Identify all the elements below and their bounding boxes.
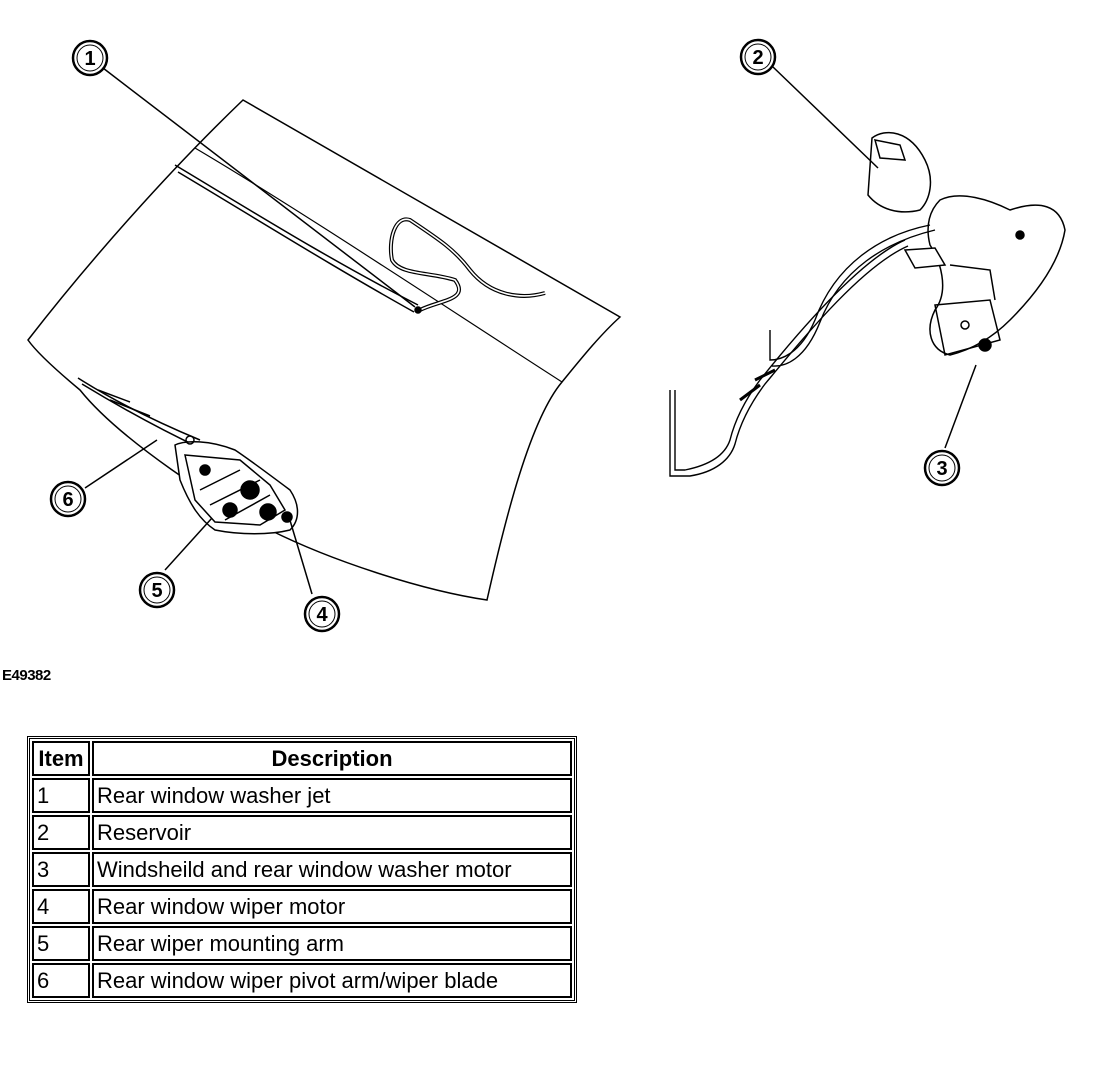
row-description: Reservoir — [92, 815, 572, 850]
svg-text:3: 3 — [936, 458, 947, 480]
callout-3: 3 — [923, 449, 961, 487]
callout-5: 5 — [138, 571, 176, 609]
legend-table: Item Description 1 Rear window washer je… — [27, 736, 577, 1003]
row-description: Rear window wiper pivot arm/wiper blade — [92, 963, 572, 998]
table-row: 1 Rear window washer jet — [32, 778, 572, 813]
reservoir-assembly — [867, 131, 1066, 356]
reservoir-hose — [669, 224, 936, 477]
table-row: 3 Windsheild and rear window washer moto… — [32, 852, 572, 887]
rear-window-glass — [27, 99, 622, 601]
washer-jet — [174, 164, 422, 314]
row-description: Rear window wiper motor — [92, 889, 572, 924]
svg-text:4: 4 — [316, 604, 328, 626]
row-item: 6 — [32, 963, 90, 998]
table-row: 2 Reservoir — [32, 815, 572, 850]
row-description: Rear window washer jet — [92, 778, 572, 813]
table-header-row: Item Description — [32, 741, 572, 776]
svg-text:5: 5 — [151, 580, 162, 602]
component-diagram: 1 2 3 4 5 6 — [27, 38, 1066, 633]
svg-text:1: 1 — [84, 48, 95, 70]
row-item: 2 — [32, 815, 90, 850]
header-description: Description — [92, 741, 572, 776]
callout-4: 4 — [303, 595, 341, 633]
callout-6: 6 — [49, 480, 87, 518]
row-item: 5 — [32, 926, 90, 961]
table-row: 6 Rear window wiper pivot arm/wiper blad… — [32, 963, 572, 998]
row-description: Rear wiper mounting arm — [92, 926, 572, 961]
row-description: Windsheild and rear window washer motor — [92, 852, 572, 887]
figure-code: E49382 — [2, 667, 51, 684]
table-row: 5 Rear wiper mounting arm — [32, 926, 572, 961]
callout-2: 2 — [739, 38, 777, 76]
leader-lines — [84, 66, 977, 595]
wiper-blade — [77, 377, 201, 449]
header-item: Item — [32, 741, 90, 776]
svg-text:6: 6 — [62, 489, 73, 511]
svg-text:2: 2 — [752, 47, 763, 69]
row-item: 1 — [32, 778, 90, 813]
callout-1: 1 — [71, 39, 109, 77]
row-item: 3 — [32, 852, 90, 887]
row-item: 4 — [32, 889, 90, 924]
table-row: 4 Rear window wiper motor — [32, 889, 572, 924]
wiper-motor — [174, 435, 299, 535]
